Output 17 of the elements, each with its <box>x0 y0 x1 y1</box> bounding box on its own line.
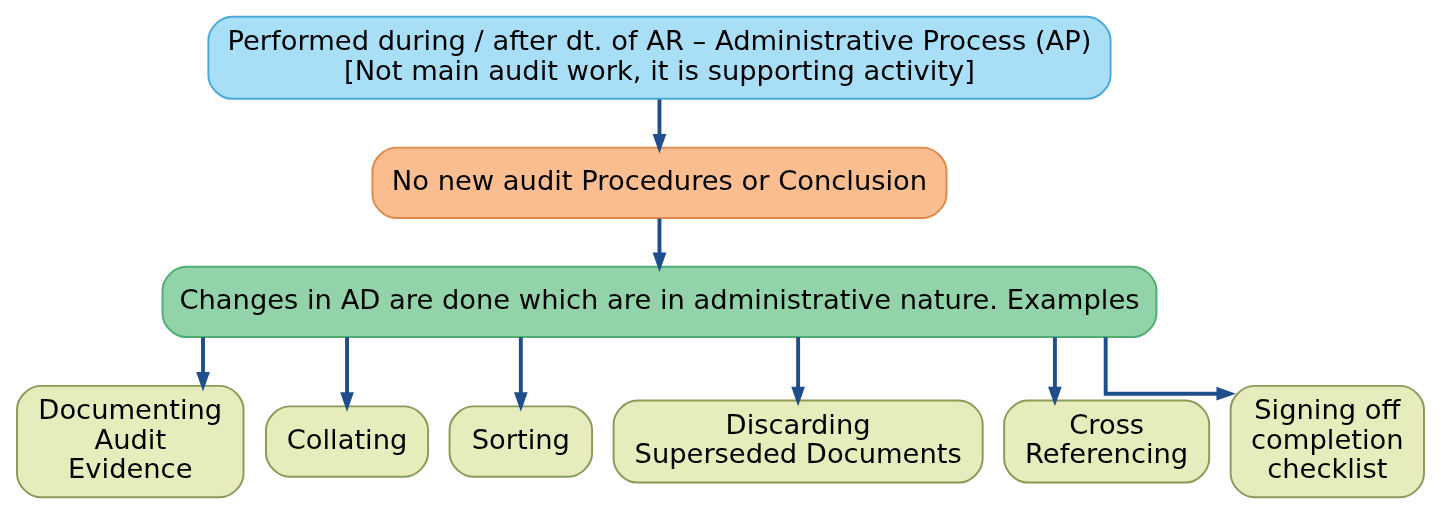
arrow <box>1048 336 1062 406</box>
arrow <box>340 336 354 412</box>
node-box: No new audit Procedures or Conclusion <box>371 146 948 219</box>
node-box: Performed during / after dt. of AR – Administrative Process (AP) [Not main audit work, it is supporting activity] <box>207 15 1112 100</box>
node-box: Changes in AD are done which are in administrative nature. Examples <box>161 265 1158 338</box>
node-box: Documenting Audit Evidence <box>16 384 245 498</box>
node-box: Sorting <box>448 404 594 478</box>
node-box: Collating <box>265 404 430 478</box>
arrow <box>652 218 667 272</box>
node-box: Discarding Superseded Documents <box>612 399 984 483</box>
arrow <box>196 336 210 392</box>
node-box: Signing off completion checklist <box>1229 384 1425 498</box>
node-box: Cross Referencing <box>1003 399 1211 483</box>
arrow <box>652 98 667 154</box>
arrow <box>513 336 528 412</box>
arrow <box>1103 336 1237 401</box>
arrow <box>791 336 805 406</box>
